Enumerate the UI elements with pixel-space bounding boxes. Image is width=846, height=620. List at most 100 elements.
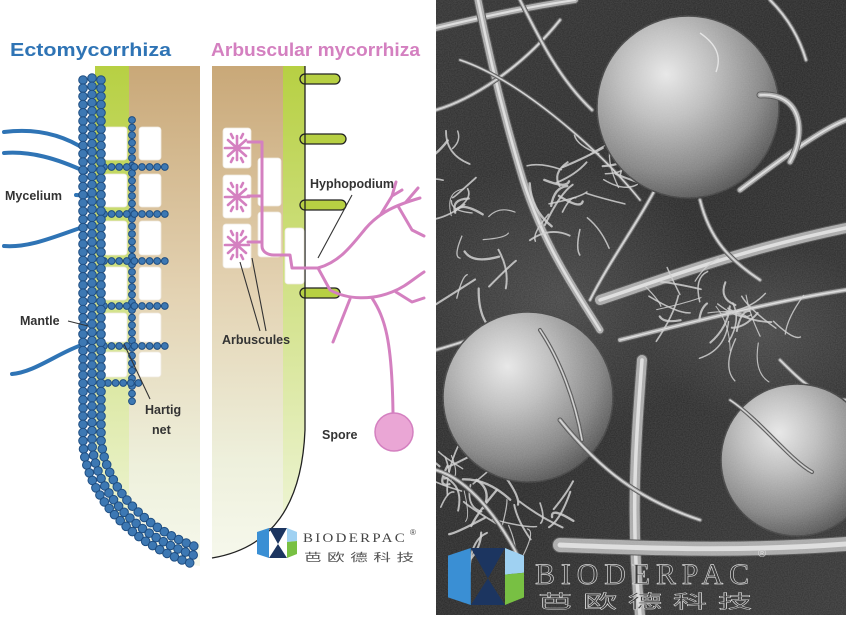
arbuscules-label: Arbuscules [222, 333, 290, 347]
mantle [78, 73, 199, 568]
root-cell [257, 211, 282, 258]
mantle-bead [78, 231, 88, 241]
mantle-bead [147, 540, 158, 551]
watermark-left: BIODERPAC ® 芭 欧 德 科 技 [257, 528, 416, 564]
root-outline [211, 66, 306, 559]
mantle-bead [78, 370, 88, 381]
watermark-brand: BIODERPAC [303, 530, 407, 545]
mantle-bead [78, 395, 88, 405]
root-cell [138, 173, 162, 208]
root-cell [138, 312, 162, 343]
hartig-net-bead [128, 184, 136, 193]
hartig-net-bead [160, 342, 169, 350]
mantle-bead [145, 517, 156, 528]
mantle-bead [87, 393, 97, 403]
mantle-bead [96, 132, 106, 143]
mantle-bead [87, 343, 97, 354]
hartig-net-bead [128, 245, 136, 254]
mantle-bead [100, 481, 110, 491]
mantle-leader-line [67, 320, 89, 327]
mantle-bead [96, 247, 106, 257]
extraradical-hypha [379, 180, 426, 238]
mantle-bead [121, 521, 131, 532]
mantle-bead [78, 140, 88, 151]
mantle-bead [78, 108, 88, 118]
hartig-net-bead [107, 342, 116, 350]
mantle-bead [87, 327, 97, 338]
mantle-bead [96, 288, 106, 299]
mantle-bead [96, 206, 106, 216]
mantle-bead [87, 376, 97, 387]
mantle-bead [144, 528, 154, 539]
hartig-net-bead [153, 163, 162, 171]
mantle-bead [87, 368, 97, 379]
mantle-bead [78, 288, 88, 299]
mantle-bead [78, 247, 88, 257]
mantle-bead [108, 494, 119, 505]
hyphopodium-label: Hyphopodium [310, 177, 394, 191]
hartig-net-bead [130, 163, 139, 171]
mantle-bead [78, 75, 88, 85]
mantle-bead [96, 329, 106, 340]
hyphopodium-leader-line [317, 194, 353, 259]
mantle-bead [87, 188, 97, 198]
mantle-bead [78, 239, 88, 249]
hartig-net-bead [128, 131, 136, 140]
mantle-bead [87, 417, 97, 428]
mantle-bead [87, 106, 97, 116]
root-cell [257, 157, 282, 207]
root-cell [138, 126, 162, 161]
mantle-bead [78, 354, 88, 364]
hartig-net [100, 116, 169, 406]
hartig-net-bead [115, 257, 124, 265]
root-hair [299, 73, 341, 85]
hartig-net-bead [160, 257, 169, 265]
mantle-bead [78, 386, 88, 397]
mantle-bead [87, 442, 97, 452]
root-cell [138, 351, 162, 378]
mantle-bead [104, 503, 114, 514]
mantle-bead [87, 384, 97, 395]
mantle-bead [87, 89, 97, 100]
mantle-bead [87, 425, 97, 436]
mantle-bead [96, 427, 106, 438]
hartig-net-bead [119, 379, 128, 387]
hartig-net-bead [122, 257, 131, 265]
mantle-bead [96, 165, 106, 175]
mantle-bead [87, 335, 97, 346]
mantle-label: Mantle [20, 314, 60, 328]
mantle-bead [96, 354, 106, 364]
mantle-bead [78, 329, 88, 340]
mantle-bead [184, 558, 195, 568]
root-hair [299, 199, 347, 211]
mantle-bead [99, 452, 109, 462]
hartig-net-bead [128, 283, 136, 292]
hartig-net-bead [107, 302, 116, 310]
intraradical-hypha [246, 194, 264, 244]
hartig-net-bead [153, 342, 162, 350]
mantle-bead [152, 522, 163, 533]
hartig-net-bead [145, 210, 154, 218]
mantle-bead [87, 212, 97, 223]
mantle-bead [87, 409, 97, 420]
mantle-bead [78, 198, 88, 208]
hartig-net-bead [128, 275, 136, 284]
micrograph-grain [436, 0, 846, 615]
mantle-bead [87, 138, 97, 149]
watermark-chinese: 芭 欧 德 科 技 [304, 550, 414, 564]
mantle-bead [87, 434, 97, 444]
mantle-bead [88, 450, 99, 461]
hartig-net-bead [128, 176, 136, 185]
mantle-bead [78, 222, 88, 233]
hartig-net-bead [145, 302, 154, 310]
mycelium-label: Mycelium [5, 189, 62, 203]
mantle-bead [78, 280, 88, 290]
mantle-bead [87, 204, 97, 215]
mantle-bead [140, 536, 151, 547]
root-cell [103, 351, 128, 378]
mantle-bead [134, 531, 144, 542]
hartig-net-bead [130, 257, 139, 265]
mantle-bead [87, 196, 97, 206]
mantle-bead [96, 91, 106, 102]
